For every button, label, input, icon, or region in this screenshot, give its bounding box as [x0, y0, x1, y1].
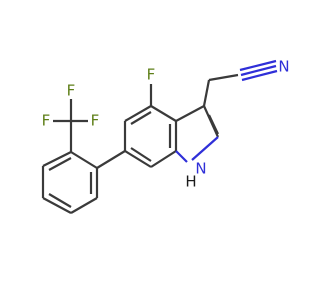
fluorine-label-top: F [67, 82, 76, 100]
bond-phenyl-inner-3 [48, 193, 72, 208]
indole-hydrogen-label: H [185, 173, 196, 191]
indole-nitrogen-label: N [195, 160, 206, 178]
bond-indole-benzene-6 [124, 150, 152, 168]
bond-phenyl-5 [42, 197, 72, 214]
bond-pyrrole-inner [208, 114, 219, 135]
bond-to-nitrile-carbon [208, 73, 239, 82]
bond-pyrrole-1 [175, 105, 205, 122]
atom-labels: F F F F N N H [42, 58, 290, 191]
fluorine-label-indole: F [147, 66, 156, 84]
fluorine-label-left: F [42, 112, 51, 130]
bond-phenyl-1 [42, 151, 72, 167]
bond-pyrrole-3 [191, 136, 219, 161]
bond-triple-1 [239, 59, 277, 72]
bond-indole-benzene-2 [124, 105, 152, 122]
molecule-diagram: F F F F N N H [41, 58, 290, 214]
bond-indole-benzene-inner-1 [130, 111, 152, 125]
bond-ch2 [202, 79, 211, 107]
nitrile-nitrogen-label: N [278, 58, 289, 76]
bond-phenyl-2 [70, 151, 98, 169]
bond-indole-benzene-inner-3 [130, 147, 152, 162]
bond-biaryl [96, 150, 126, 169]
bond-pyrrole-4 [175, 150, 188, 163]
bond-triple-2 [240, 64, 277, 77]
bond-triple-3 [241, 69, 278, 82]
bond-indole-benzene-5 [150, 150, 177, 168]
bond-phenyl-inner-1 [48, 157, 72, 171]
fluorine-label-right: F [91, 112, 100, 130]
bond-indole-benzene-3 [150, 105, 177, 122]
bonds [41, 59, 278, 214]
bond-phenyl-4 [70, 197, 98, 214]
